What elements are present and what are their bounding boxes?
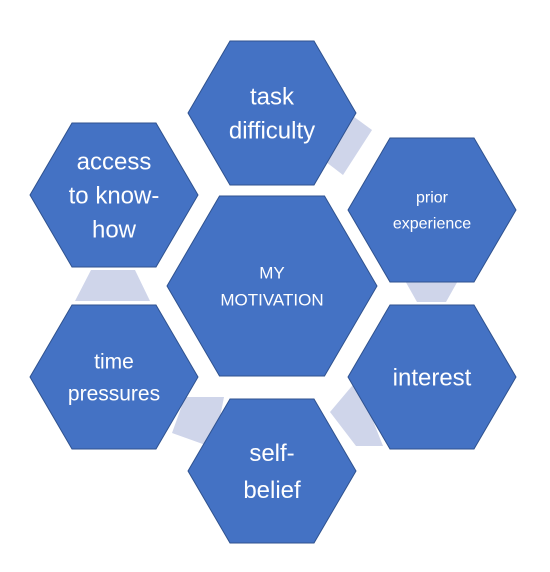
hex-center-my-motivation: MY MOTIVATION: [166, 195, 378, 377]
hex-center-my-motivation-label-line: MY: [259, 263, 285, 282]
hex-prior-experience-label-line: prior: [416, 190, 449, 207]
hex-self-belief-label-line: self-: [249, 440, 294, 467]
hex-self-belief-label-line: belief: [243, 477, 301, 504]
hex-self-belief-shape: [187, 398, 357, 544]
hex-self-belief: self-belief: [187, 398, 357, 544]
hex-interest: interest: [347, 304, 517, 450]
hex-access-to-know-how-label-line: access: [77, 148, 152, 175]
hexagons: task difficulty prior experience interest sel…: [29, 40, 517, 544]
connector-5: [75, 270, 150, 301]
hex-task-difficulty-label-line: difficulty: [229, 117, 315, 144]
hex-time-pressures: time pressures: [29, 304, 199, 450]
hex-access-to-know-how-label-line: to know-: [69, 182, 160, 209]
hex-access-to-know-how-label-line: how: [92, 216, 137, 243]
hex-prior-experience-label-line: experience: [393, 216, 471, 233]
hex-center-my-motivation-shape: [166, 195, 378, 377]
hex-task-difficulty: task difficulty: [187, 40, 357, 186]
hex-access-to-know-how-shape: [29, 122, 199, 268]
hex-prior-experience-shape: [347, 137, 517, 283]
connector-1: [317, 111, 372, 175]
hex-time-pressures-label-line: time: [94, 350, 134, 373]
hex-interest-shape: [347, 304, 517, 450]
hex-task-difficulty-label-line: task: [250, 83, 295, 110]
hex-access-to-know-how: access to know-how: [29, 122, 199, 268]
hex-task-difficulty-shape: [187, 40, 357, 186]
hex-center-my-motivation-label-line: MOTIVATION: [220, 290, 323, 309]
hex-prior-experience: prior experience: [347, 137, 517, 283]
hex-interest-label-line: interest: [393, 364, 472, 391]
hex-time-pressures-shape: [29, 304, 199, 450]
connector-3: [330, 380, 383, 446]
hex-time-pressures-label-line: pressures: [68, 382, 160, 405]
